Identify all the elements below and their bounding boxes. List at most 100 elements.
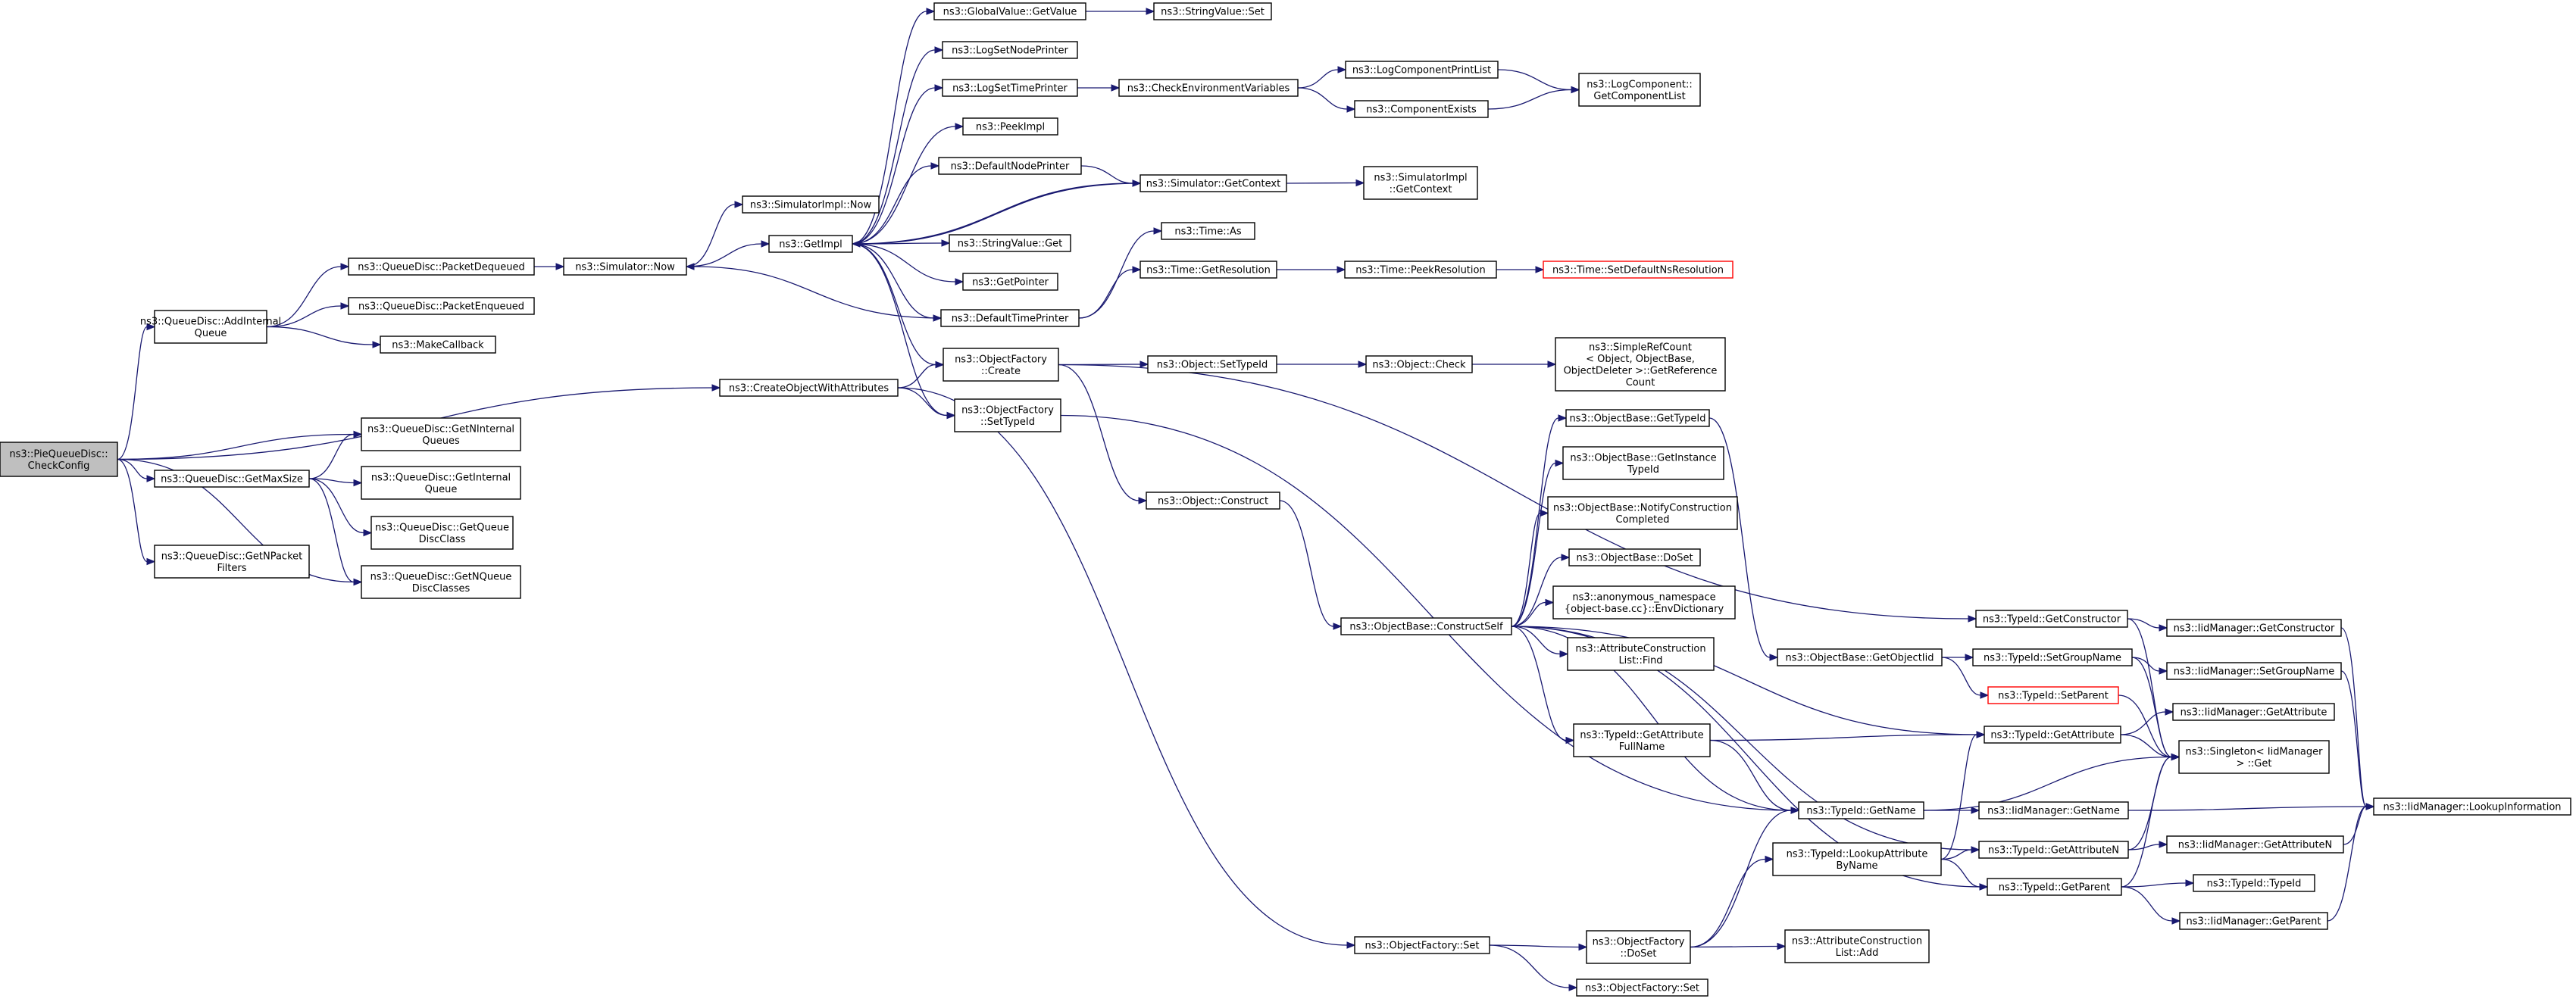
node-object-base-get-object-iid[interactable]: ns3::ObjectBase::GetObjectIid xyxy=(1777,648,1943,666)
node-type-id-get-attribute-n[interactable]: ns3::TypeId::GetAttributeN xyxy=(1978,841,2129,859)
node-packet-enqueued[interactable]: ns3::QueueDisc::PacketEnqueued xyxy=(348,297,535,315)
node-label: ns3::QueueDisc::GetInternal xyxy=(371,472,511,483)
node-label: ns3::Time::As xyxy=(1174,226,1242,238)
call-edge xyxy=(1489,944,1578,991)
node-global-value-get-value[interactable]: ns3::GlobalValue::GetValue xyxy=(933,2,1086,20)
node-iid-get-name[interactable]: ns3::IidManager::GetName xyxy=(1978,801,2129,819)
call-edge xyxy=(1077,84,1121,92)
node-object-check[interactable]: ns3::Object::Check xyxy=(1365,355,1473,373)
node-simulator-now[interactable]: ns3::Simulator::Now xyxy=(563,257,687,276)
call-edge xyxy=(1279,500,1343,630)
node-type-id-type-id[interactable]: ns3::TypeId::TypeId xyxy=(2193,874,2315,892)
node-type-id-set-parent[interactable]: ns3::TypeId::SetParent xyxy=(1987,686,2119,704)
node-root[interactable]: ns3::PieQueueDisc::CheckConfig xyxy=(0,442,118,477)
node-object-factory-set-a[interactable]: ns3::ObjectFactory::Set xyxy=(1354,936,1490,954)
node-object-factory-create[interactable]: ns3::ObjectFactory::Create xyxy=(943,348,1059,382)
node-log-component-get-component-list[interactable]: ns3::LogComponent::GetComponentList xyxy=(1578,73,1701,107)
node-object-set-type-id[interactable]: ns3::Object::SetTypeId xyxy=(1147,355,1277,373)
node-default-time-printer[interactable]: ns3::DefaultTimePrinter xyxy=(940,309,1080,327)
node-packet-dequeued[interactable]: ns3::QueueDisc::PacketDequeued xyxy=(348,257,535,276)
call-edge xyxy=(1690,855,1774,948)
node-log-set-node-printer[interactable]: ns3::LogSetNodePrinter xyxy=(942,41,1078,59)
node-label: ns3::LogSetTimePrinter xyxy=(952,83,1068,95)
node-label: < Object, ObjectBase, xyxy=(1586,354,1695,365)
call-edge xyxy=(2121,753,2181,888)
node-component-exists[interactable]: ns3::ComponentExists xyxy=(1354,100,1489,118)
node-object-base-get-type-id[interactable]: ns3::ObjectBase::GetTypeId xyxy=(1565,409,1710,427)
node-label: ns3::SimulatorImpl xyxy=(1374,172,1467,183)
node-iid-lookup-information[interactable]: ns3::IidManager::LookupInformation xyxy=(2373,797,2571,816)
node-time-peek-resolution[interactable]: ns3::Time::PeekResolution xyxy=(1344,261,1497,279)
node-object-base-construct-self[interactable]: ns3::ObjectBase::ConstructSelf xyxy=(1340,617,1512,635)
node-label: ns3::AttributeConstruction xyxy=(1575,643,1705,654)
call-edge xyxy=(1690,807,1800,948)
call-edge xyxy=(852,84,944,245)
node-label: ns3::GetPointer xyxy=(972,277,1049,289)
call-edge xyxy=(1690,942,1787,950)
node-simulator-impl-get-context[interactable]: ns3::SimulatorImpl::GetContext xyxy=(1363,166,1478,200)
call-edge xyxy=(1511,626,1575,744)
node-time-get-resolution[interactable]: ns3::Time::GetResolution xyxy=(1140,261,1277,279)
node-default-node-printer[interactable]: ns3::DefaultNodePrinter xyxy=(938,157,1082,175)
node-type-id-get-name[interactable]: ns3::TypeId::GetName xyxy=(1798,801,1924,819)
node-label: ns3::QueueDisc::PacketDequeued xyxy=(358,262,525,273)
node-iid-get-attribute-n[interactable]: ns3::IidManager::GetAttributeN xyxy=(2166,835,2344,854)
node-env-dictionary[interactable]: ns3::anonymous_namespace{object-base.cc}… xyxy=(1552,585,1736,620)
node-label: ns3::TypeId::GetAttributeN xyxy=(1988,845,2119,857)
node-string-value-set[interactable]: ns3::StringValue::Set xyxy=(1153,2,1272,20)
node-make-callback[interactable]: ns3::MakeCallback xyxy=(380,336,496,354)
node-log-set-time-printer[interactable]: ns3::LogSetTimePrinter xyxy=(942,79,1078,97)
node-object-construct[interactable]: ns3::Object::Construct xyxy=(1146,492,1280,510)
node-label: ns3::QueueDisc::AddInternal xyxy=(140,316,281,327)
node-type-id-get-attribute[interactable]: ns3::TypeId::GetAttribute xyxy=(1984,726,2121,744)
node-simulator-impl-now[interactable]: ns3::SimulatorImpl::Now xyxy=(742,195,880,214)
node-simple-ref-count[interactable]: ns3::SimpleRefCount< Object, ObjectBase,… xyxy=(1555,337,1726,392)
call-edge xyxy=(1511,509,1549,627)
call-edge xyxy=(2131,657,2168,675)
node-get-impl[interactable]: ns3::GetImpl xyxy=(768,235,853,253)
node-object-base-do-set[interactable]: ns3::ObjectBase::DoSet xyxy=(1568,548,1701,566)
node-singleton-get[interactable]: ns3::Singleton< IidManager> ::Get xyxy=(2178,740,2330,774)
node-log-component-print-list[interactable]: ns3::LogComponentPrintList xyxy=(1345,61,1499,79)
call-edge xyxy=(1472,360,1557,368)
node-label: ns3::ObjectBase::GetInstance xyxy=(1570,452,1716,463)
node-label: ns3::TypeId::TypeId xyxy=(2207,879,2302,890)
node-object-factory-do-set[interactable]: ns3::ObjectFactory::DoSet xyxy=(1586,930,1691,964)
call-edge xyxy=(852,243,945,369)
node-peek-impl[interactable]: ns3::PeekImpl xyxy=(962,117,1058,136)
node-label: Queue xyxy=(195,328,227,339)
node-type-id-get-parent[interactable]: ns3::TypeId::GetParent xyxy=(1987,878,2122,896)
node-type-id-get-constructor[interactable]: ns3::TypeId::GetConstructor xyxy=(1975,610,2128,628)
call-edge xyxy=(117,323,156,460)
node-get-pointer[interactable]: ns3::GetPointer xyxy=(962,273,1058,291)
node-object-factory-set-b[interactable]: ns3::ObjectFactory::Set xyxy=(1576,978,1708,997)
call-edge xyxy=(686,201,744,267)
node-object-base-notify-construction-completed[interactable]: ns3::ObjectBase::NotifyConstructionCompl… xyxy=(1547,496,1738,530)
node-time-set-default-ns-resolution[interactable]: ns3::Time::SetDefaultNsResolution xyxy=(1543,261,1733,279)
node-get-max-size[interactable]: ns3::QueueDisc::GetMaxSize xyxy=(154,470,310,488)
node-iid-get-attribute[interactable]: ns3::IidManager::GetAttribute xyxy=(2172,703,2335,721)
node-time-as[interactable]: ns3::Time::As xyxy=(1161,222,1255,240)
node-label: ObjectDeleter >::GetReference xyxy=(1564,365,1718,376)
node-check-environment-variables[interactable]: ns3::CheckEnvironmentVariables xyxy=(1118,79,1299,97)
node-create-object-with-attributes[interactable]: ns3::CreateObjectWithAttributes xyxy=(719,379,899,397)
node-string-value-get[interactable]: ns3::StringValue::Get xyxy=(949,234,1071,252)
node-object-factory-set-type-id[interactable]: ns3::ObjectFactory::SetTypeId xyxy=(954,398,1061,432)
node-iid-set-group-name[interactable]: ns3::IidManager::SetGroupName xyxy=(2166,662,2342,680)
node-label: ns3::CheckEnvironmentVariables xyxy=(1127,83,1290,95)
node-simulator-get-context[interactable]: ns3::Simulator::GetContext xyxy=(1140,174,1287,192)
node-type-id-set-group-name[interactable]: ns3::TypeId::SetGroupName xyxy=(1972,648,2133,666)
node-iid-get-constructor[interactable]: ns3::IidManager::GetConstructor xyxy=(2166,619,2342,637)
node-iid-get-parent[interactable]: ns3::IidManager::GetParent xyxy=(2179,912,2328,930)
